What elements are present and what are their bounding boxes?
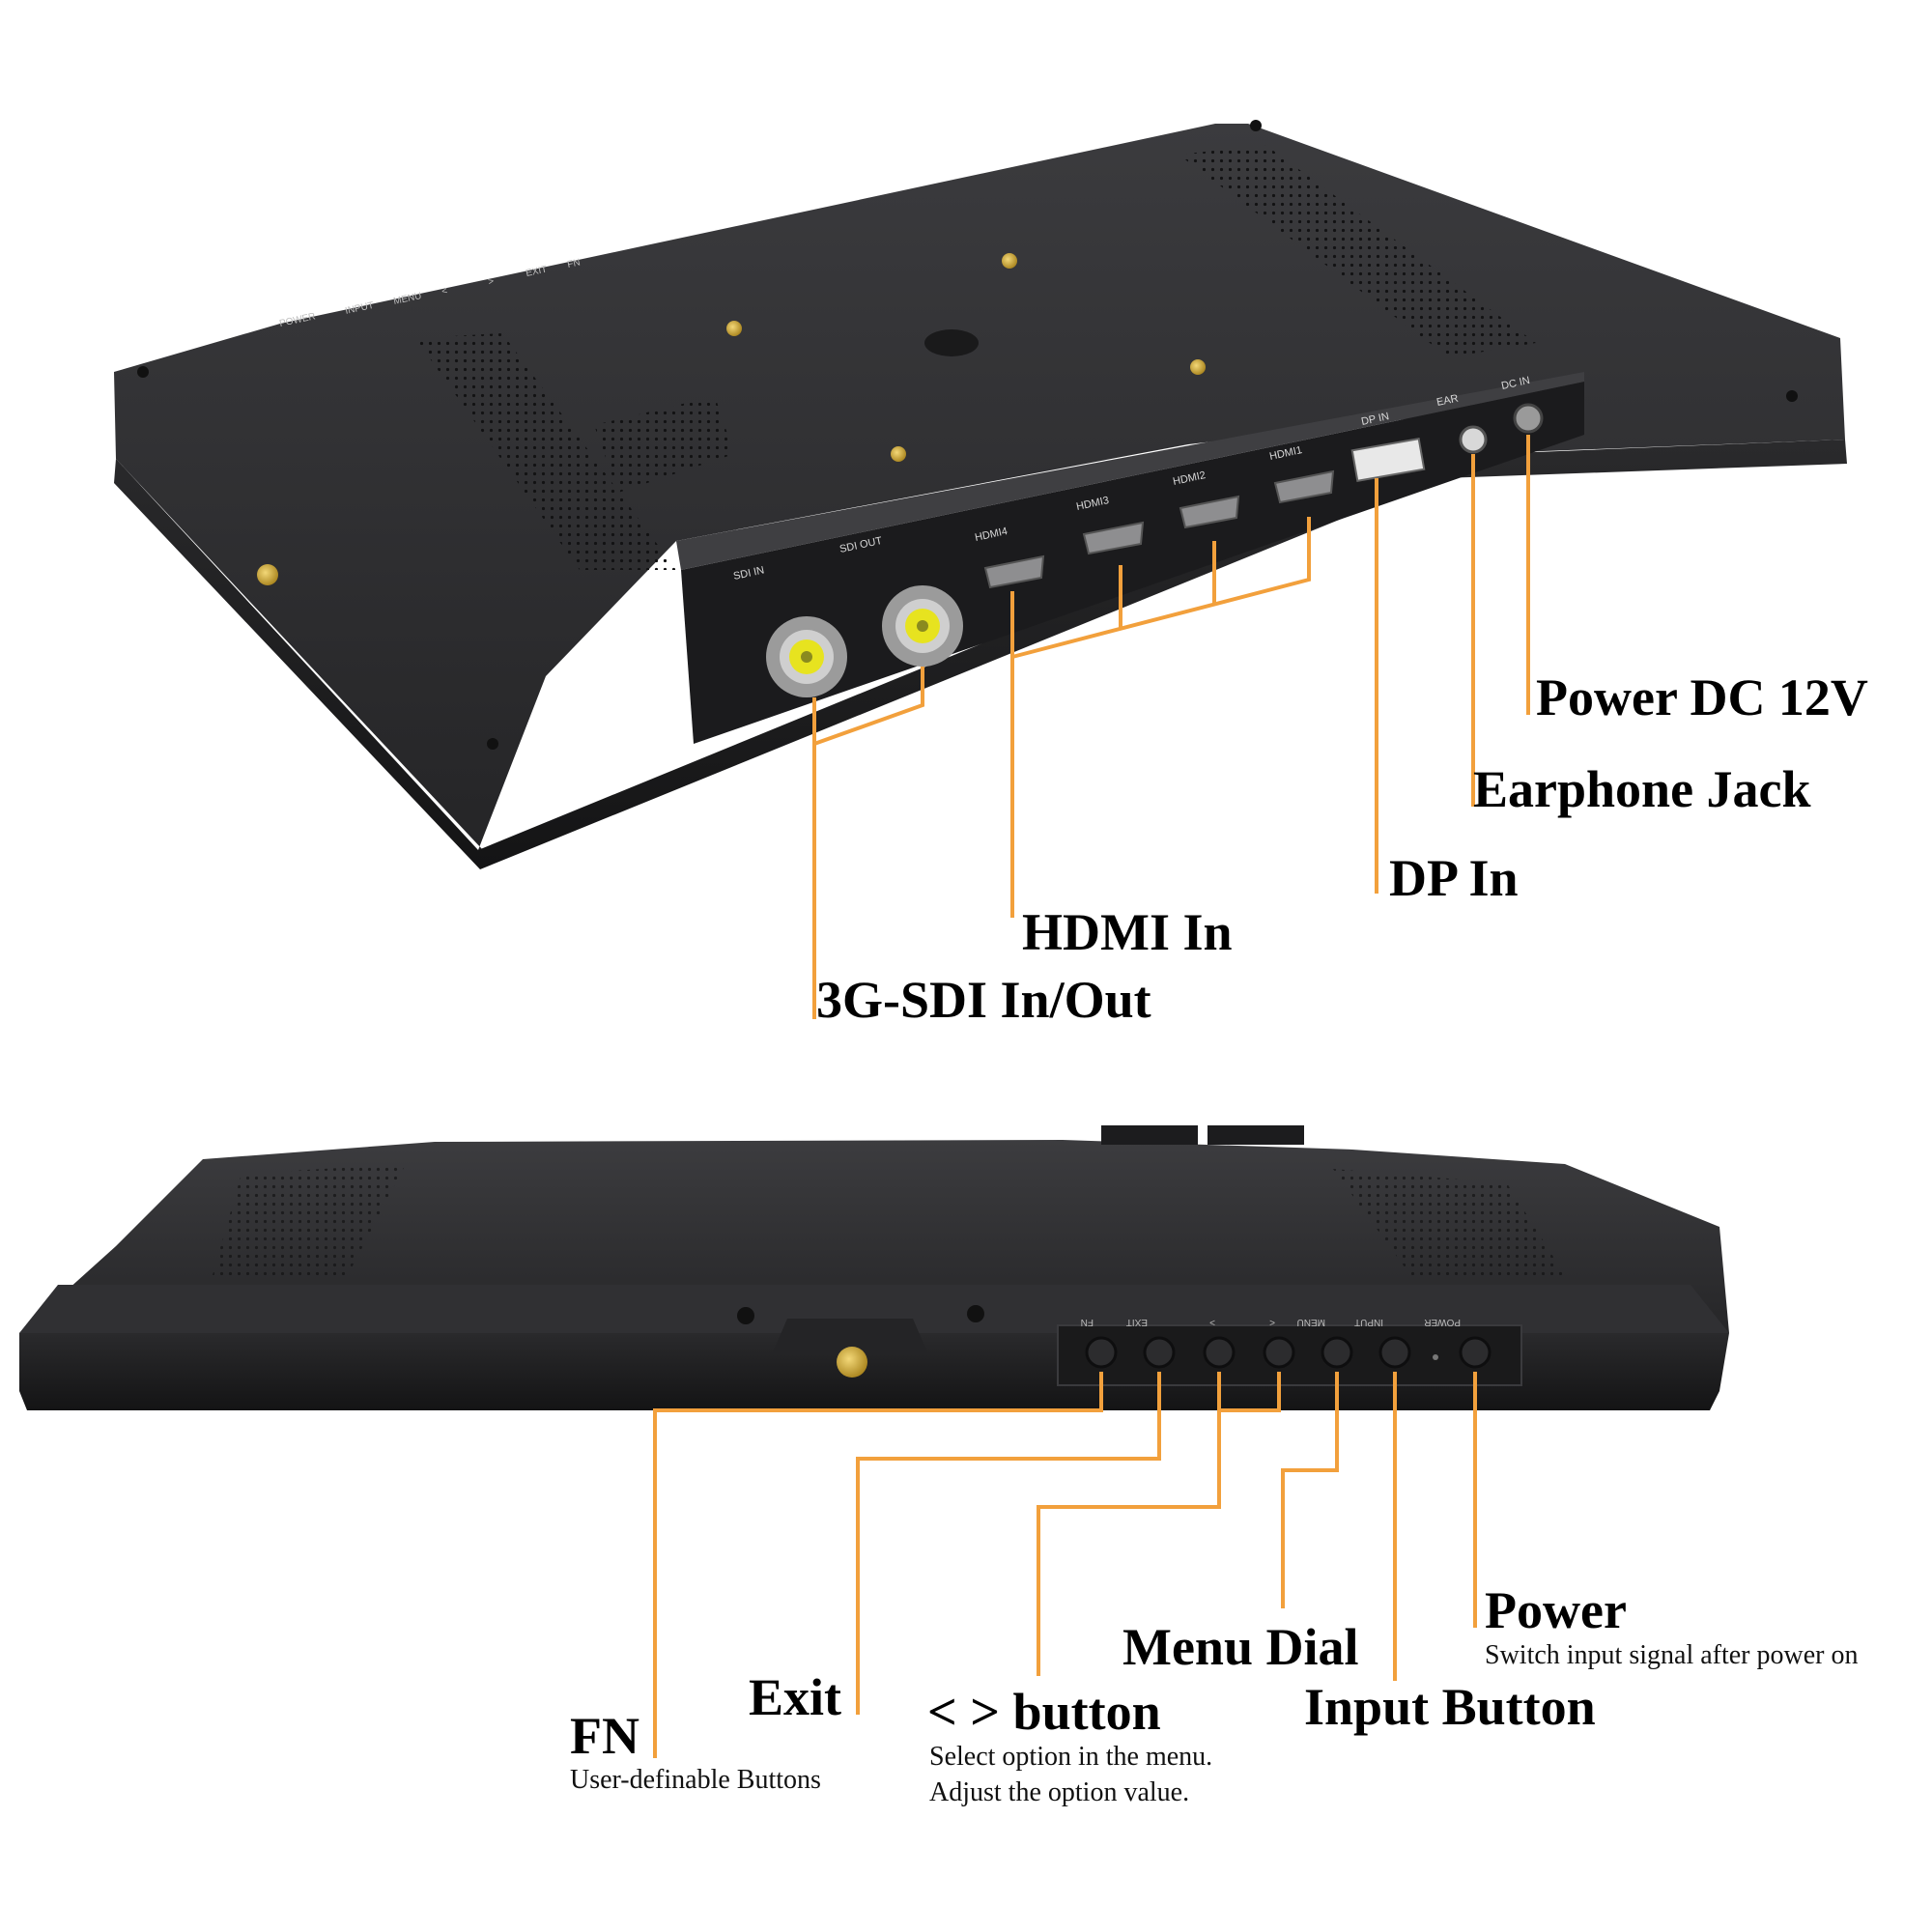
earphone-jack-port (1459, 425, 1488, 454)
top-corner-screws (137, 120, 1798, 750)
callout-exit: Exit (749, 1668, 842, 1726)
left-speaker-grill (415, 333, 676, 570)
bottom-screw-left (737, 1307, 754, 1324)
port-label-6: DP IN (1360, 411, 1390, 428)
bottom-callout-lines (653, 1372, 1477, 1758)
bottom-left-grill (213, 1164, 406, 1275)
callout-arrow-desc-2: Adjust the option value. (929, 1777, 1190, 1807)
exit-button (1143, 1336, 1176, 1369)
button-label-4: MENU (1297, 1317, 1325, 1327)
hdmi3-port (1082, 521, 1145, 555)
top-tab-right (1208, 1125, 1304, 1145)
power-led (1433, 1354, 1438, 1360)
input-button (1378, 1336, 1411, 1369)
hardware-buttons (1085, 1336, 1492, 1369)
top-body-edge (114, 440, 1847, 869)
hdmi-ports (983, 469, 1335, 589)
top-port-panel-rim (676, 372, 1584, 570)
button-label-1: EXIT (1126, 1317, 1148, 1327)
top-callout-lines (812, 435, 1530, 1019)
hdmi1-port (1273, 469, 1335, 504)
button-label-0: FN (1081, 1317, 1094, 1327)
callout-input-button: Input Button (1304, 1678, 1596, 1736)
sdi-in-connector (766, 616, 847, 697)
button-panel (1057, 1324, 1522, 1386)
hdmi4-port (983, 554, 1045, 589)
callout-3g-sdi: 3G-SDI In/Out (816, 971, 1151, 1029)
callout-menu-dial: Menu Dial (1122, 1618, 1359, 1676)
right-speaker-grill (1179, 145, 1536, 357)
bottom-screw-right (967, 1305, 984, 1322)
callout-dp-in: DP In (1389, 849, 1519, 907)
menu-dial-button (1321, 1336, 1353, 1369)
callout-fn-desc: User-definable Buttons (570, 1765, 821, 1795)
side-label-6: FN (566, 257, 581, 270)
button-label-2: > (1209, 1317, 1215, 1327)
port-label-7: EAR (1435, 392, 1460, 408)
top-tab-left (1101, 1125, 1198, 1145)
side-label-3: < (440, 286, 448, 298)
bottom-body-bevel (19, 1285, 1729, 1333)
bottom-monitor-view: FN EXIT > < MENU INPUT POWER (19, 1125, 1729, 1758)
callout-power-dc: Power DC 12V (1536, 668, 1868, 726)
vesa-mount-holes (726, 253, 1206, 462)
button-label-3: < (1269, 1317, 1275, 1327)
callout-arrow-desc-1: Select option in the menu. (929, 1742, 1213, 1772)
button-label-5: INPUT (1354, 1317, 1383, 1327)
dc-in-port (1513, 403, 1544, 434)
fn-button (1085, 1336, 1118, 1369)
bottom-tripod-mount (837, 1347, 867, 1378)
left-arrow-button (1263, 1336, 1295, 1369)
bottom-button-silkscreen: FN EXIT > < MENU INPUT POWER (1081, 1317, 1461, 1327)
callout-earphone-jack: Earphone Jack (1473, 760, 1811, 818)
callout-hdmi-in: HDMI In (1022, 903, 1233, 961)
callout-power: Power (1485, 1581, 1627, 1639)
right-arrow-button (1203, 1336, 1236, 1369)
callout-fn: FN (570, 1707, 639, 1765)
bottom-tripod-plate (773, 1319, 927, 1352)
side-tripod-mount (257, 564, 278, 585)
dp-in-port (1350, 438, 1426, 482)
side-label-5: EXIT (525, 265, 548, 279)
hdmi2-port (1179, 495, 1240, 529)
side-label-4: > (487, 276, 495, 288)
button-label-6: POWER (1424, 1317, 1461, 1327)
callout-power-desc: Switch input signal after power on (1485, 1640, 1859, 1670)
bottom-right-grill (1333, 1169, 1565, 1275)
callout-arrow-buttons: < > button (927, 1683, 1161, 1741)
power-button (1459, 1336, 1492, 1369)
center-speaker-grill (594, 396, 734, 493)
sdi-out-connector (882, 585, 963, 667)
